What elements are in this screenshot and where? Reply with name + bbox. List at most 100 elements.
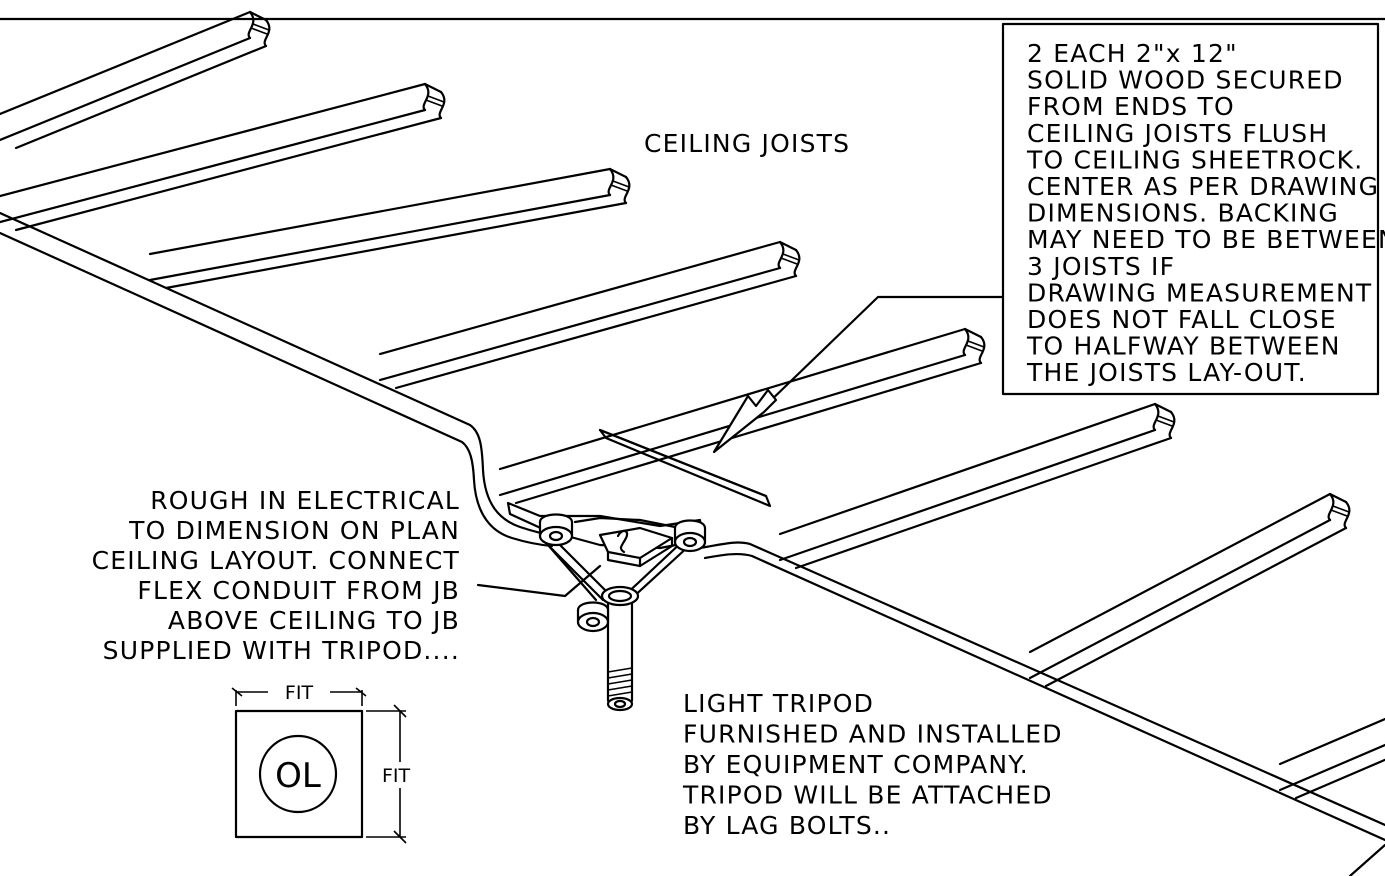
electrical-note-line: ROUGH IN ELECTRICAL: [150, 486, 460, 515]
backing-note-line: TO HALFWAY BETWEEN: [1026, 332, 1341, 361]
fit-horizontal-label: FIT: [285, 682, 314, 704]
joist-line: [778, 402, 1157, 536]
joist-line: [425, 99, 443, 107]
electrical-note-line: TO DIMENSION ON PLAN: [128, 516, 460, 545]
backing-note-line: MAY NEED TO BE BETWEEN: [1027, 225, 1385, 254]
joist-line: [14, 44, 268, 150]
joist-line: [608, 167, 628, 179]
backing-note-line: THE JOISTS LAY-OUT.: [1026, 358, 1307, 387]
joist-line: [1157, 415, 1175, 423]
joist-line: [777, 240, 785, 270]
ceiling-joists-label: CEILING JOISTS: [644, 129, 850, 158]
joist-line: [164, 201, 628, 290]
tripod-foot-left: [538, 513, 574, 547]
joist-line: [394, 274, 798, 390]
joist-line: [967, 340, 985, 348]
joist-line: [514, 361, 983, 505]
joist-line: [423, 82, 443, 94]
joist-line: [963, 327, 983, 339]
tripod-note-line: BY LAG BOLTS..: [683, 811, 891, 840]
joist-line: [1028, 518, 1332, 680]
joist-line: [623, 175, 631, 205]
joist-line: [1168, 410, 1176, 440]
backing-note-line: FROM ENDS TO: [1027, 92, 1235, 121]
electrical-note-line: ABOVE CEILING TO JB: [168, 606, 460, 635]
ol-symbol-label: OL: [275, 756, 321, 796]
electrical-leader: [476, 564, 602, 598]
joist-line: [1153, 402, 1173, 414]
joist-line: [778, 428, 1157, 562]
joist-line: [252, 23, 270, 31]
backing-note-line: 3 JOISTS IF: [1027, 252, 1175, 281]
joist-line: [1155, 419, 1173, 427]
ol-symbol-detail: OL FIT FIT: [231, 682, 411, 844]
joist-line: [978, 335, 986, 365]
joist-line: [1327, 492, 1335, 522]
fit-vertical-label: FIT: [382, 765, 411, 787]
joist-line: [1330, 509, 1348, 517]
joist-line: [247, 10, 255, 40]
joist-line: [1294, 758, 1385, 800]
joist-line: [778, 240, 798, 252]
solid-wood-backing: [598, 428, 772, 508]
joist-line: [0, 108, 427, 224]
joist-line: [14, 116, 443, 232]
joist-line: [498, 327, 967, 471]
joist-line: [378, 240, 782, 356]
backing-note-line: CEILING JOISTS FLUSH: [1027, 119, 1328, 148]
joist-line: [1343, 500, 1351, 530]
joist-line: [612, 180, 630, 188]
backing-leader-arrow: [712, 295, 1005, 454]
backing-note-box: [1001, 22, 1380, 396]
joist-line: [248, 10, 268, 22]
joist-line: [610, 184, 628, 192]
tripod-foot-bottom: [576, 601, 610, 633]
backing-note-line: CENTER AS PER DRAWING: [1027, 172, 1379, 201]
backing-note-line: SOLID WOOD SECURED: [1027, 66, 1344, 95]
joist-line: [250, 27, 268, 35]
joist-line: [780, 257, 798, 265]
electrical-note-line: FLEX CONDUIT FROM JB: [137, 576, 460, 605]
joist-line: [0, 10, 252, 116]
joist-line: [962, 327, 970, 357]
joist-line: [1044, 526, 1348, 688]
light-tripod: [506, 501, 707, 712]
joist-line: [427, 95, 445, 103]
backing-note-line: DRAWING MEASUREMENT: [1027, 278, 1372, 307]
joist-line: [965, 344, 983, 352]
joist-line: [794, 436, 1173, 570]
tripod-note-line: LIGHT TRIPOD: [683, 689, 874, 718]
ceiling-joists-group: [0, 10, 1385, 800]
backing-note-line: TO CEILING SHEETROCK.: [1026, 145, 1363, 174]
joist-line: [1278, 743, 1385, 792]
joist-line: [263, 18, 271, 48]
joist-line: [1278, 717, 1385, 766]
joist-line: [0, 36, 252, 142]
joist-line: [782, 253, 800, 261]
tripod-note-line: FURNISHED AND INSTALLED: [683, 720, 1063, 749]
joist-line: [148, 193, 612, 282]
joist-line: [1328, 492, 1348, 504]
joist-line: [607, 167, 615, 197]
electrical-note-line: SUPPLIED WITH TRIPOD....: [103, 636, 460, 665]
joist-line: [438, 90, 446, 120]
joist-line: [0, 82, 427, 198]
joist-line: [422, 82, 430, 112]
joist-line: [1332, 505, 1350, 513]
joist-line: [1152, 402, 1160, 432]
backing-note-line: DOES NOT FALL CLOSE: [1027, 305, 1337, 334]
tripod-stem: [600, 585, 640, 712]
joist-line: [793, 248, 801, 278]
tripod-note-line: BY EQUIPMENT COMPANY.: [683, 750, 1029, 779]
tripod-foot-right: [673, 519, 707, 553]
joist-line: [378, 266, 782, 382]
backing-note-line: 2 EACH 2"x 12": [1027, 39, 1238, 68]
tripod-note-line: TRIPOD WILL BE ATTACHED: [682, 781, 1053, 810]
joist-line: [148, 167, 612, 256]
joist-line: [1028, 492, 1332, 654]
